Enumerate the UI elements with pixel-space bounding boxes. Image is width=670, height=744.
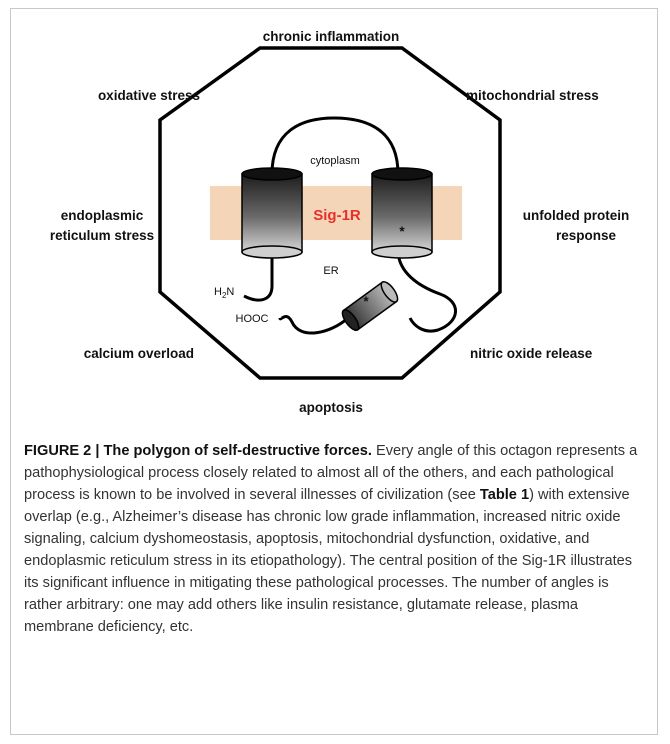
label-mitochondrial-stress: mitochondrial stress (466, 88, 599, 103)
label-er: ER (323, 265, 338, 277)
cytoplasmic-loop (270, 116, 400, 175)
label-calcium-overload: calcium overload (84, 346, 194, 361)
label-apoptosis: apoptosis (299, 400, 363, 415)
label-oxidative-stress: oxidative stress (98, 88, 200, 103)
c-terminal-helix (341, 280, 399, 332)
label-chronic-inflammation: chronic inflammation (263, 29, 400, 44)
c-terminal-tail (396, 249, 457, 333)
caption-title: The polygon of self-destructive forces. (99, 443, 372, 459)
caption-label: FIGURE 2 | (24, 443, 100, 459)
label-nitric-oxide-release: nitric oxide release (470, 346, 593, 361)
figure-frame (10, 8, 658, 735)
transmembrane-helix-left (241, 167, 303, 259)
label-n-terminus: H2N (214, 286, 234, 300)
caption-text-1: Every angle of this octagon represents a… (24, 443, 638, 503)
star-marker-right: * (399, 224, 405, 239)
star-marker-helix: * (363, 294, 369, 309)
octagon (158, 46, 502, 380)
caption-text-2: ) with extensive overlap (e.g., Alzheime… (24, 487, 633, 635)
label-response: response (556, 228, 617, 243)
label-c-terminus: HOOC (236, 313, 269, 325)
c-terminal-loop (278, 315, 349, 335)
label-cytoplasm: cytoplasm (310, 155, 360, 167)
caption-table-link[interactable]: Table 1 (479, 487, 530, 503)
label-unfolded-protein: unfolded protein (523, 208, 629, 223)
label-endoplasmic: endoplasmic (61, 208, 144, 223)
label-reticulum-stress: reticulum stress (50, 228, 154, 243)
n-terminal-tail (243, 250, 274, 302)
figure-caption: FIGURE 2 | The polygon of self-destructi… (24, 440, 644, 638)
transmembrane-helix-right (371, 167, 433, 259)
octagon-diagram: chronic inflammation mitochondrial stres… (50, 29, 629, 415)
label-sig-1r: Sig-1R (313, 207, 361, 224)
